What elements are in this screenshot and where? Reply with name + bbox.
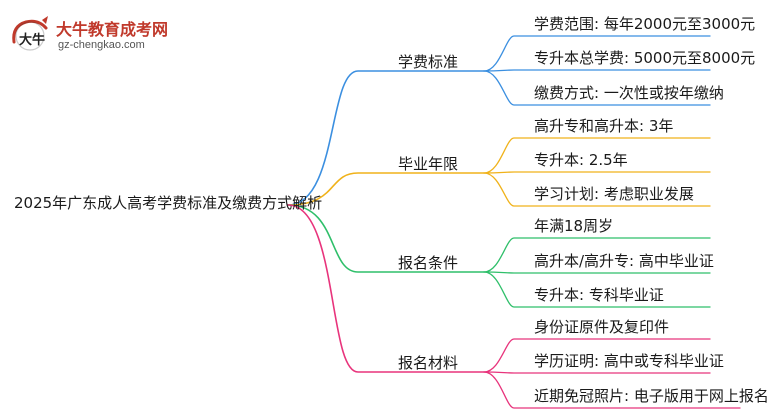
connector-branch-leaf-1-1: [483, 171, 711, 174]
leaf-payment-method: 缴费方式: 一次性或按年缴纳: [534, 84, 724, 102]
connector-branch-leaf-3-1: [483, 371, 711, 374]
leaf-photo: 近期免冠照片: 电子版用于网上报名: [534, 387, 769, 405]
connector-branch-leaf-3-2: [483, 371, 741, 409]
connector-branch-leaf-1-2: [483, 172, 711, 207]
leaf-id-card: 身份证原件及复印件: [534, 318, 670, 336]
branch-graduation-years: 毕业年限: [398, 155, 459, 173]
connector-branch-leaf-2-2: [483, 271, 711, 308]
leaf-hs-diploma-requirement: 高升本/高升专: 高中毕业证: [534, 252, 714, 270]
leaf-tuition-range: 学费范围: 每年2000元至3000元: [534, 15, 756, 33]
leaf-hs-to-college-years: 高升专和高升本: 3年: [534, 117, 674, 135]
connector-branch-leaf-3-0: [483, 338, 711, 373]
logo-url: gz-chengkao.com: [58, 39, 145, 51]
connector-root-branch-1: [287, 172, 485, 206]
leaf-education-proof: 学历证明: 高中或专科毕业证: [534, 352, 724, 370]
logo-title: 大牛教育成考网: [56, 20, 169, 39]
connector-branch-leaf-1-0: [483, 137, 711, 174]
branch-tuition-standard: 学费标准: [398, 53, 459, 71]
leaf-college-diploma-requirement: 专升本: 专科毕业证: [534, 286, 664, 304]
mindmap-connectors: [287, 35, 741, 409]
leaf-upgrade-total-tuition: 专升本总学费: 5000元至8000元: [534, 49, 756, 67]
leaf-college-to-bachelor-years: 专升本: 2.5年: [534, 151, 628, 169]
leaf-age-requirement: 年满18周岁: [534, 217, 614, 235]
connector-branch-leaf-0-2: [483, 70, 711, 106]
connector-branch-leaf-0-1: [483, 69, 711, 72]
site-logo[interactable]: 大牛 大牛教育成考网 gz-chengkao.com: [8, 12, 188, 56]
branch-registration-materials: 报名材料: [398, 354, 459, 372]
connector-branch-leaf-2-0: [483, 237, 711, 273]
connector-branch-leaf-0-0: [483, 35, 711, 72]
root-node: 2025年广东成人高考学费标准及缴费方式解析: [14, 194, 323, 212]
branch-registration-conditions: 报名条件: [398, 254, 459, 272]
connector-branch-leaf-2-1: [483, 271, 711, 274]
leaf-study-plan: 学习计划: 考虑职业发展: [534, 185, 694, 203]
mindmap: 大牛 大牛教育成考网 gz-chengkao.com 2025年广东成人高考学费…: [8, 12, 769, 409]
logo-mark-text: 大牛: [19, 32, 45, 48]
connector-root-branch-3: [287, 204, 485, 373]
connector-root-branch-2: [287, 204, 485, 273]
bull-logo-icon: 大牛: [12, 16, 48, 51]
connector-root-branch-0: [287, 70, 485, 206]
